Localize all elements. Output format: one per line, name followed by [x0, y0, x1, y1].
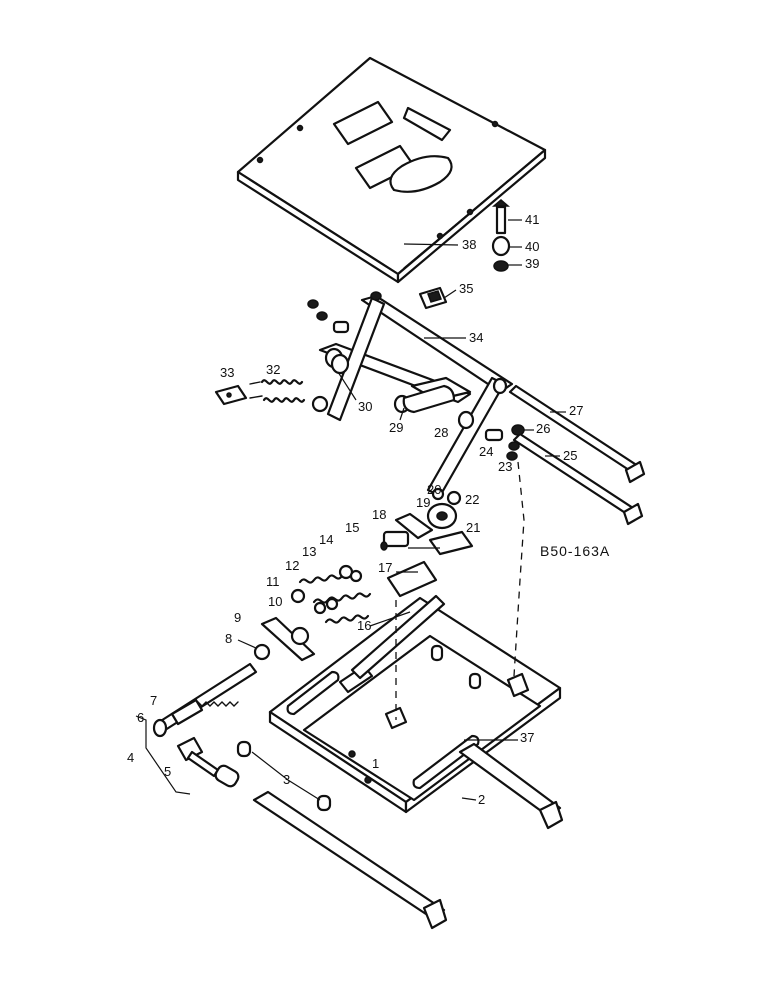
roller-bracket	[380, 487, 474, 556]
part-label-26: 26	[536, 421, 550, 436]
part-label-30: 30	[358, 399, 372, 414]
part-label-25: 25	[563, 448, 577, 463]
part-label-12: 12	[285, 558, 299, 573]
part-label-39: 39	[525, 256, 539, 271]
part-label-37: 37	[520, 730, 534, 745]
handle	[176, 736, 240, 788]
part-label-20: 20	[427, 482, 441, 497]
stud-bush-washer	[491, 199, 511, 272]
part-label-29: 29	[389, 420, 403, 435]
clip	[418, 286, 448, 310]
part-label-32: 32	[266, 362, 280, 377]
seat-top-plate	[236, 56, 547, 284]
part-label-10: 10	[268, 594, 282, 609]
part-label-40: 40	[525, 239, 539, 254]
part-label-11: 11	[266, 574, 280, 589]
part-label-27: 27	[569, 403, 583, 418]
rails	[252, 742, 564, 930]
mounting-plate	[386, 560, 438, 598]
part-label-35: 35	[459, 281, 473, 296]
spring-bracket	[214, 379, 306, 406]
part-label-16: 16	[357, 618, 371, 633]
part-label-4: 4	[127, 750, 134, 765]
part-label-19: 19	[416, 495, 430, 510]
part-label-18: 18	[372, 507, 386, 522]
yoke	[260, 616, 316, 662]
part-label-9: 9	[234, 610, 241, 625]
spring-pack	[290, 564, 372, 624]
scissor-arm-assembly	[318, 294, 514, 498]
part-label-6: 6	[137, 710, 144, 725]
part-label-1: 1	[372, 756, 379, 771]
part-label-28: 28	[434, 425, 448, 440]
part-label-41: 41	[525, 212, 539, 227]
part-label-8: 8	[225, 631, 232, 646]
leader-lines	[237, 219, 566, 801]
part-label-14: 14	[319, 532, 333, 547]
part-label-15: 15	[345, 520, 359, 535]
part-label-17: 17	[378, 560, 392, 575]
part-label-22: 22	[465, 492, 479, 507]
part-label-3: 3	[283, 772, 290, 787]
part-label-34: 34	[469, 330, 483, 345]
part-label-2: 2	[478, 792, 485, 807]
bush-set	[307, 291, 382, 413]
part-label-38: 38	[462, 237, 476, 252]
adjustment-screw	[152, 643, 271, 738]
part-label-5: 5	[164, 764, 171, 779]
long-rods	[508, 384, 646, 526]
group-bracket-4	[135, 715, 191, 795]
base-frame	[268, 594, 562, 814]
part-label-7: 7	[150, 693, 157, 708]
guide-line	[513, 461, 525, 677]
part-label-13: 13	[302, 544, 316, 559]
part-label-23: 23	[498, 459, 512, 474]
part-label-21: 21	[466, 520, 480, 535]
pins	[236, 740, 332, 812]
part-label-33: 33	[220, 365, 234, 380]
bush-set-right	[484, 424, 525, 461]
part-label-24: 24	[479, 444, 493, 459]
drawing-reference: B50-163A	[540, 543, 610, 559]
